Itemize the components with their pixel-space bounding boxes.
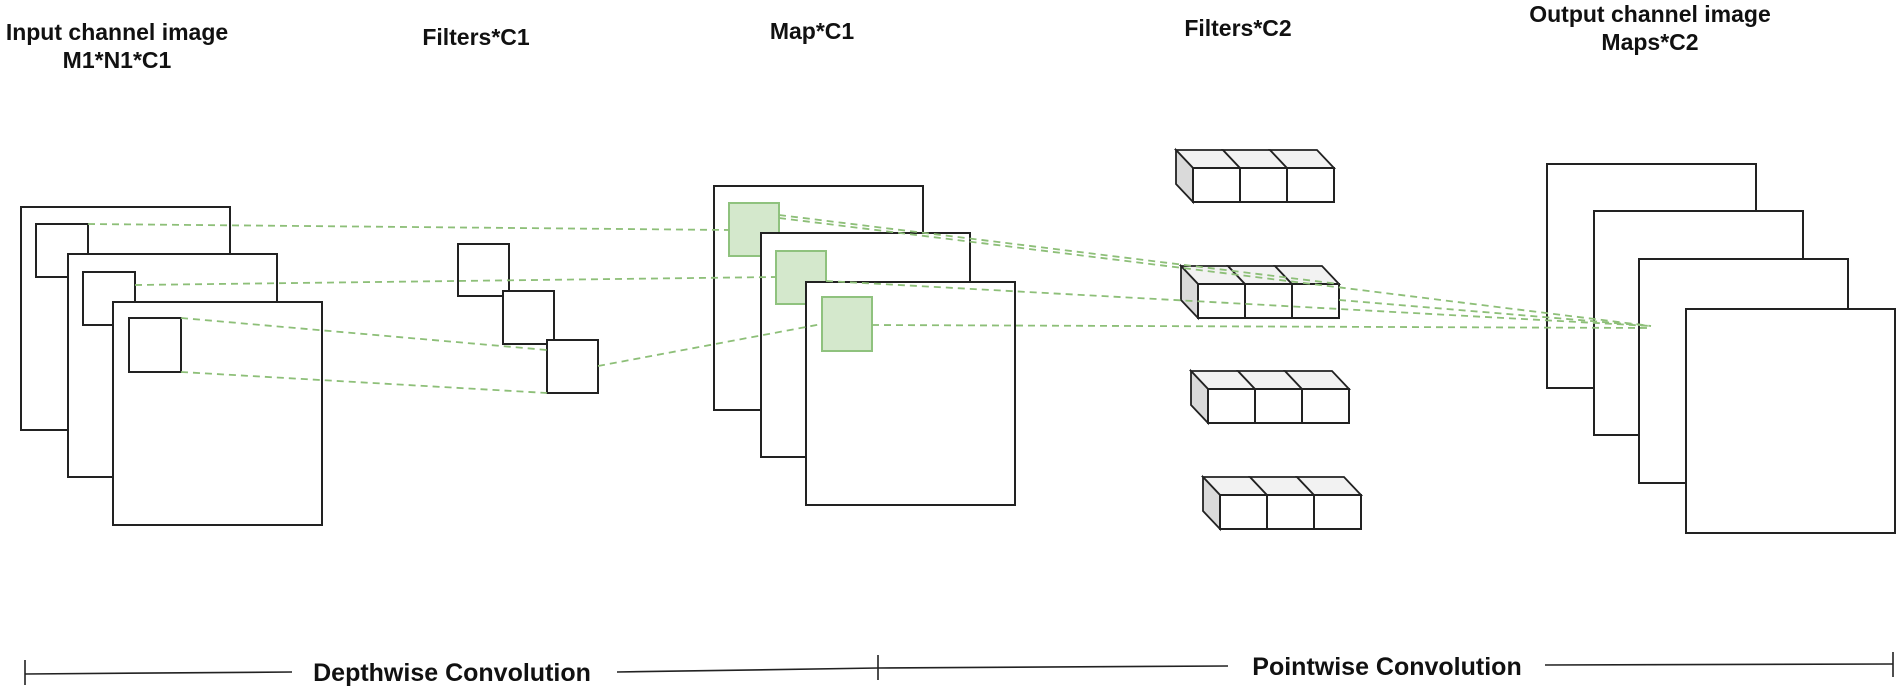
pointwise-filter-3 xyxy=(1188,368,1352,426)
depthwise-filter-2 xyxy=(502,290,555,345)
depthwise-convolution-label: Depthwise Convolution xyxy=(313,659,591,687)
connector-map3-output xyxy=(871,324,1652,329)
depthwise-filters xyxy=(457,243,599,394)
output-channel-stack xyxy=(1546,163,1896,534)
input-channel-stack xyxy=(20,206,323,526)
connector-input3-filter3-top xyxy=(180,317,548,351)
axis-pointwise-right xyxy=(1544,663,1894,666)
input-window-1 xyxy=(35,223,89,278)
axis-depthwise-left xyxy=(24,671,293,675)
pointwise-filter-4 xyxy=(1200,474,1364,532)
connector-input2-map2 xyxy=(134,276,777,286)
input-title-line1: Input channel image xyxy=(6,19,228,45)
feature-map-stack xyxy=(713,185,1016,506)
filters-c2-title: Filters*C2 xyxy=(1184,15,1291,41)
pointwise-filter-1 xyxy=(1173,147,1337,205)
pointwise-filters xyxy=(1173,147,1364,532)
input-window-3 xyxy=(128,317,182,373)
output-title-line1: Output channel image xyxy=(1529,1,1771,27)
filters-c1-title: Filters*C1 xyxy=(422,24,530,50)
depthwise-filter-1 xyxy=(457,243,510,297)
pointwise-convolution-label: Pointwise Convolution xyxy=(1252,653,1521,681)
connector-filter2-output xyxy=(1338,299,1652,327)
axis-depthwise-right xyxy=(616,667,879,673)
connector-filter3-map3 xyxy=(597,323,823,367)
input-title-line2: M1*N1*C1 xyxy=(63,47,172,73)
output-map-4 xyxy=(1685,308,1896,534)
section-axis xyxy=(24,652,1894,685)
connector-input1-map1 xyxy=(87,223,730,231)
connector-input3-filter3-bottom xyxy=(180,371,548,394)
axis-pointwise-left xyxy=(877,665,1229,669)
feature-map-3-cell xyxy=(821,296,873,352)
output-title-line2: Maps*C2 xyxy=(1601,29,1698,55)
connector-lines xyxy=(87,214,1652,394)
connector-map1-output xyxy=(778,217,1652,327)
connector-map1-filter2 xyxy=(778,214,1340,285)
depthwise-filter-3 xyxy=(546,339,599,394)
map-c1-title: Map*C1 xyxy=(770,18,855,44)
connector-map2-output xyxy=(825,280,1652,327)
